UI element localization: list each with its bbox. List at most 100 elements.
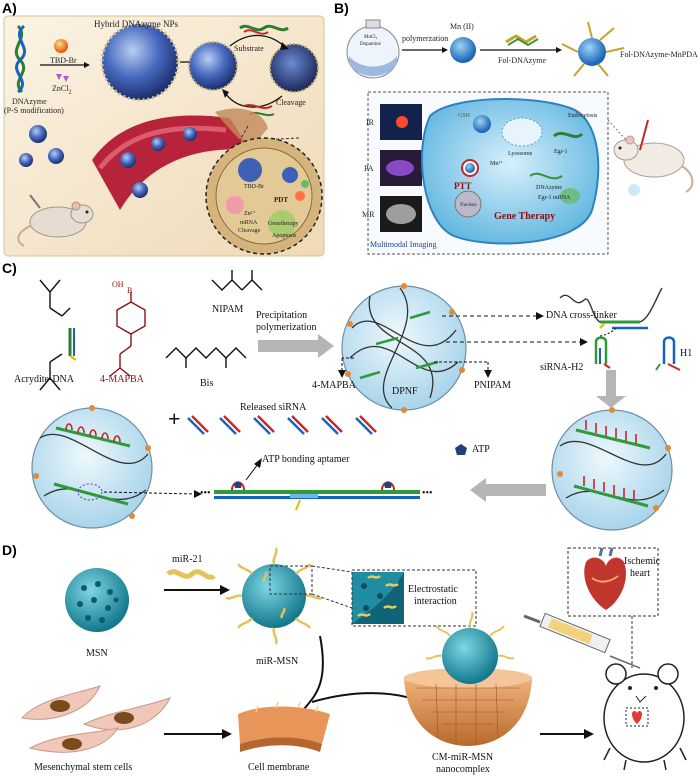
mouse-icon <box>17 194 94 247</box>
panel-c: C) <box>0 258 700 538</box>
atp-label: ATP <box>472 444 490 455</box>
sirna-h2-hairpin <box>594 336 611 369</box>
tbd-br-label: TBD-Br <box>50 56 77 65</box>
panel-b-graphic <box>346 19 694 255</box>
ps-modification-label: (P-S modification) <box>4 106 64 115</box>
released-sirna-strands <box>187 415 377 435</box>
inset-cleavage-label: Cleavage <box>238 228 261 234</box>
flask-dopamine-label: Dopamine <box>360 42 381 47</box>
atp-pentagon-icon <box>455 444 467 455</box>
dpnf-sphere <box>341 283 467 413</box>
ir-label: IR <box>366 118 374 127</box>
cleavage-label: Cleavage <box>276 98 306 107</box>
boron-oh-label: OH <box>112 280 124 289</box>
sirna-h2-label: siRNA-H2 <box>540 362 584 373</box>
msn-label: MSN <box>86 648 108 659</box>
endocytosis-label: Endocytosis <box>568 113 598 119</box>
pa-label: PA <box>364 164 374 173</box>
mapba-structure <box>109 292 146 377</box>
nucleus <box>454 190 482 218</box>
cell-membrane-label: Cell membrane <box>248 762 310 773</box>
cell-inset-graphic <box>205 137 323 255</box>
mn2-label: Mn²⁺ <box>490 161 504 167</box>
h1-hairpin <box>655 336 681 371</box>
panel-d-label: D) <box>2 542 17 558</box>
plus-sign: + <box>168 406 181 431</box>
heart-label: heart <box>630 568 650 579</box>
tbd-br-molecule-icon <box>54 39 68 53</box>
cm-mir-msn-nanocomplex <box>404 611 532 746</box>
nanocomplex-label: nanocomplex <box>436 764 490 775</box>
cm-mir-msn-label: CM-miR-MSN <box>432 752 494 763</box>
mir21-label: miR-21 <box>172 554 203 565</box>
mesenchymal-stem-cells <box>21 685 171 753</box>
msc-label: Mesenchymal stem cells <box>34 762 133 773</box>
zncl2-molecule-icon <box>56 74 69 82</box>
panel-a-label: A) <box>2 0 17 16</box>
released-nanogel-sphere <box>31 405 153 529</box>
mr-label: MR <box>362 210 375 219</box>
panel-d-graphic <box>21 547 687 771</box>
reaction-flask-icon <box>346 19 400 79</box>
panel-a-graphic <box>3 15 325 257</box>
lysosome-label: Lysosome <box>508 151 533 157</box>
panel-c-graphic <box>31 270 681 531</box>
pnipam-label: PNIPAM <box>474 380 511 391</box>
fol-dnazyme-mnpda-label: Fol-DNAzyme-MnPDA <box>620 50 698 59</box>
panel-a: A) <box>0 0 327 258</box>
multimodal-imaging-label: Multimodal Imaging <box>370 240 437 249</box>
bis-label: Bis <box>200 378 214 389</box>
mn-ii-particle <box>450 37 476 63</box>
mouse-icon-d <box>603 663 687 771</box>
hybrid-dnazyme-np <box>102 24 178 100</box>
boron-b-label: B <box>127 286 133 295</box>
acrydite-dna-label: Acrydite-DNA <box>14 374 74 385</box>
interaction-label: interaction <box>414 596 457 607</box>
ptt-label: PTT <box>454 181 472 191</box>
precipitation-arrow <box>258 334 334 358</box>
nucleus-label: Nucleus <box>460 203 477 208</box>
acrydite-dna-structure <box>39 279 77 391</box>
panel-d: D) <box>0 538 700 776</box>
inset-genetherapy-label: Genetherapy <box>268 221 299 227</box>
panel-b: B) <box>330 0 700 258</box>
ischemic-label: Ischemic <box>624 556 661 567</box>
panel-b-label: B) <box>334 0 349 16</box>
flask-mncl2-label: MnCl₂ <box>364 35 378 40</box>
mir-msn-label: miR-MSN <box>256 656 299 667</box>
zncl2-sub: 2 <box>68 89 72 96</box>
ischemic-heart-icon <box>584 547 626 610</box>
dots-right: ••• <box>422 488 433 499</box>
mapba-label: 4-MAPBA <box>100 374 144 385</box>
release-arrow <box>470 478 546 502</box>
atp-aptamer-label: ATP bonding aptamer <box>262 454 350 465</box>
mapba2-label: 4-MAPBA <box>312 380 356 391</box>
mn-ii-label: Mn (II) <box>450 22 474 31</box>
precipitation-label: Precipitation <box>256 310 308 321</box>
electrostatic-inset <box>352 572 404 624</box>
zncl2-text: ZnCl <box>52 84 69 93</box>
fol-dnazyme-mnpda-particle <box>561 21 625 77</box>
atp-aptamer-duplex <box>214 481 420 511</box>
zncl2-label: ZnCl2 <box>52 84 71 98</box>
mir-msn-particle <box>225 547 323 645</box>
loaded-nanogel-sphere <box>551 407 673 531</box>
dna-helix-icon <box>14 24 27 94</box>
dnazyme-b-label: DNAzyme <box>536 185 562 191</box>
nipam-label: NIPAM <box>212 304 244 315</box>
polymerzation-label: polymerzation <box>402 34 449 43</box>
cell-membrane-sheet <box>238 701 330 752</box>
inset-apoptosis-label: Apoptosis <box>272 233 297 239</box>
dpnf-label: DPNF <box>392 386 418 397</box>
dnazyme-label: DNAzyme <box>12 97 47 106</box>
dots-left: ••• <box>200 488 211 499</box>
gene-therapy-label: Gene Therapy <box>494 211 556 222</box>
down-arrow <box>596 370 626 408</box>
h1-label: H1 <box>680 348 693 359</box>
mouse-icon-b <box>613 119 694 196</box>
polymerization-label: polymerization <box>256 322 317 333</box>
inset-tbd-label: TBD-Br <box>244 184 264 190</box>
nipam-structure <box>211 270 263 291</box>
fol-dnazyme-label: Fol-DNAzyme <box>498 56 546 65</box>
substrate-label: Substrate <box>234 44 264 53</box>
